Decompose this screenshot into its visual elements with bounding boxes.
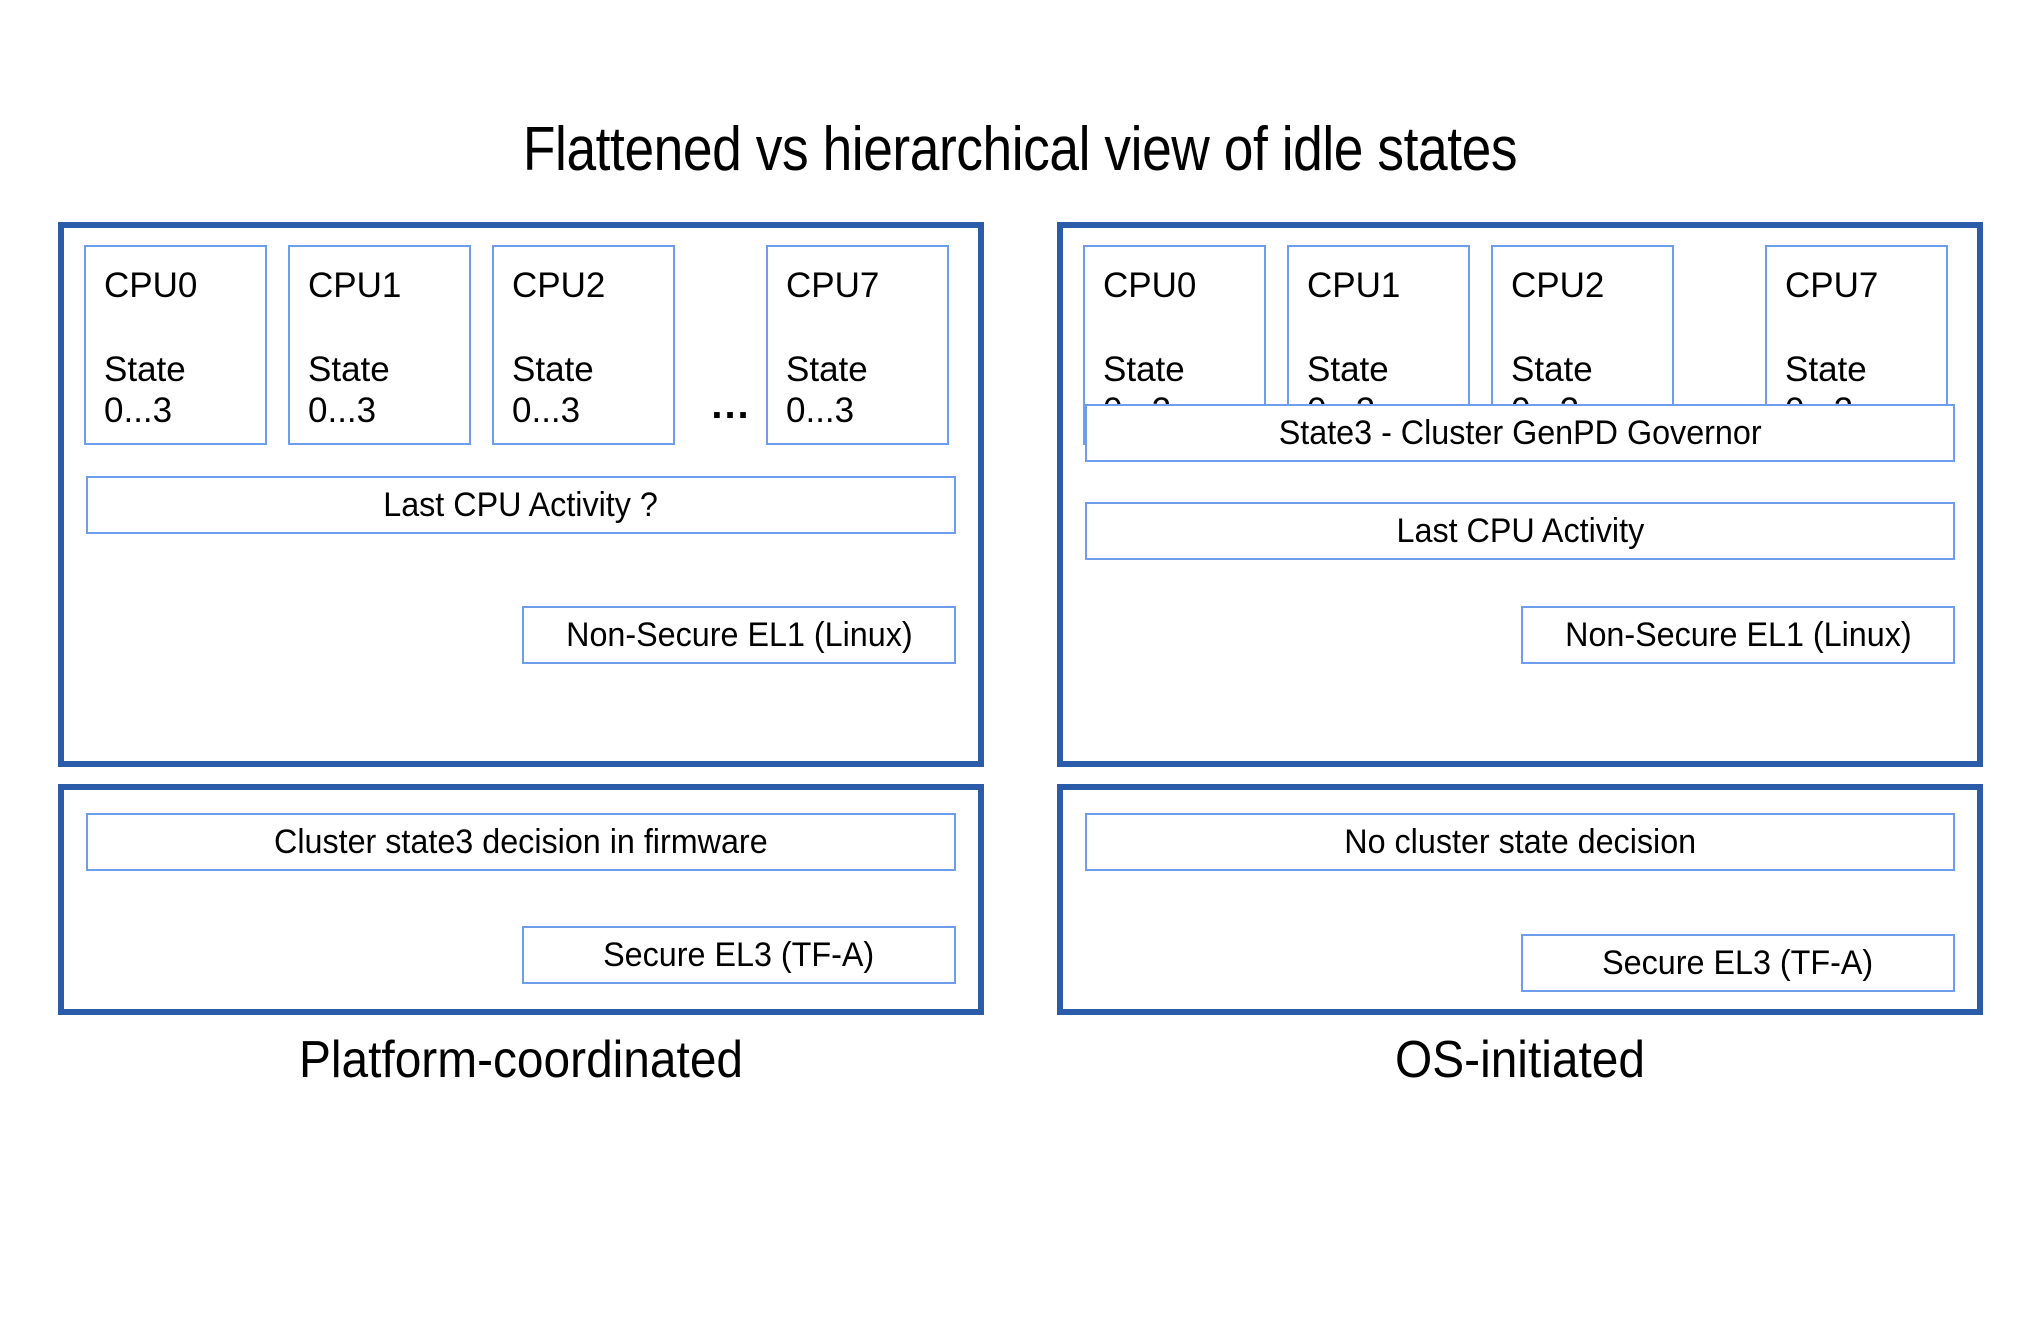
page-title: Flattened vs hierarchical view of idle s… bbox=[522, 115, 1518, 184]
column-os-initiated: CPU0 State 0...2 CPU1 State 0...2 CPU2 S… bbox=[1057, 222, 1983, 1015]
cluster-state-decision-label: No cluster state decision bbox=[1344, 823, 1696, 861]
cpu-label: CPU1 bbox=[1307, 266, 1401, 305]
cluster-state-decision-bar[interactable]: Cluster state3 decision in firmware bbox=[86, 813, 956, 871]
cluster-state-decision-bar[interactable]: No cluster state decision bbox=[1085, 813, 1955, 871]
cluster-state-decision-label: Cluster state3 decision in firmware bbox=[274, 823, 768, 861]
last-cpu-activity-bar[interactable]: Last CPU Activity ? bbox=[86, 476, 956, 534]
cpu-ellipsis: ... bbox=[711, 383, 751, 427]
cpu-label: CPU7 bbox=[1785, 266, 1879, 305]
cluster-genpd-governor-label: State3 - Cluster GenPD Governor bbox=[1278, 414, 1762, 452]
non-secure-el1-label: Non-Secure EL1 (Linux) bbox=[565, 616, 913, 654]
non-secure-el1-label: Non-Secure EL1 (Linux) bbox=[1564, 616, 1912, 654]
secure-el3-label: Secure EL3 (TF-A) bbox=[1602, 944, 1874, 982]
cpu-box-cpu2[interactable]: CPU2 State 0...3 bbox=[492, 245, 675, 445]
cpu-label: CPU7 bbox=[786, 266, 880, 305]
non-secure-el1-badge[interactable]: Non-Secure EL1 (Linux) bbox=[522, 606, 956, 664]
secure-el3-badge[interactable]: Secure EL3 (TF-A) bbox=[1521, 934, 1955, 992]
cluster-genpd-governor-bar[interactable]: State3 - Cluster GenPD Governor bbox=[1085, 404, 1955, 462]
cpu-state-range: State 0...3 bbox=[786, 350, 868, 430]
caption-os-initiated: OS-initiated bbox=[1395, 1031, 1645, 1089]
cpu-label: CPU2 bbox=[512, 266, 606, 305]
secure-el3-badge[interactable]: Secure EL3 (TF-A) bbox=[522, 926, 956, 984]
os-panel-os-initiated: CPU0 State 0...2 CPU1 State 0...2 CPU2 S… bbox=[1057, 222, 1983, 767]
cpu-state-range: State 0...3 bbox=[308, 350, 390, 430]
os-panel-platform-coordinated: CPU0 State 0...3 CPU1 State 0...3 CPU2 S… bbox=[58, 222, 984, 767]
firmware-panel-os-initiated: No cluster state decision Secure EL3 (TF… bbox=[1057, 784, 1983, 1015]
column-platform-coordinated: CPU0 State 0...3 CPU1 State 0...3 CPU2 S… bbox=[58, 222, 984, 1015]
firmware-panel-platform-coordinated: Cluster state3 decision in firmware Secu… bbox=[58, 784, 984, 1015]
cpu-label: CPU0 bbox=[1103, 266, 1197, 305]
caption-platform-coordinated: Platform-coordinated bbox=[298, 1031, 744, 1089]
cpu-state-range: State 0...3 bbox=[512, 350, 594, 430]
last-cpu-activity-label: Last CPU Activity bbox=[1396, 512, 1644, 550]
cpu-box-cpu0[interactable]: CPU0 State 0...3 bbox=[84, 245, 267, 445]
secure-el3-label: Secure EL3 (TF-A) bbox=[603, 936, 875, 974]
cpu-box-cpu7[interactable]: CPU7 State 0...3 bbox=[766, 245, 949, 445]
cpu-box-cpu1[interactable]: CPU1 State 0...3 bbox=[288, 245, 471, 445]
cpu-state-range: State 0...3 bbox=[104, 350, 186, 430]
cpu-label: CPU2 bbox=[1511, 266, 1605, 305]
cpu-label: CPU0 bbox=[104, 266, 198, 305]
non-secure-el1-badge[interactable]: Non-Secure EL1 (Linux) bbox=[1521, 606, 1955, 664]
cpu-label: CPU1 bbox=[308, 266, 402, 305]
last-cpu-activity-label: Last CPU Activity ? bbox=[383, 486, 659, 524]
last-cpu-activity-bar[interactable]: Last CPU Activity bbox=[1085, 502, 1955, 560]
cpu-row: CPU0 State 0...3 CPU1 State 0...3 CPU2 S… bbox=[84, 245, 962, 445]
